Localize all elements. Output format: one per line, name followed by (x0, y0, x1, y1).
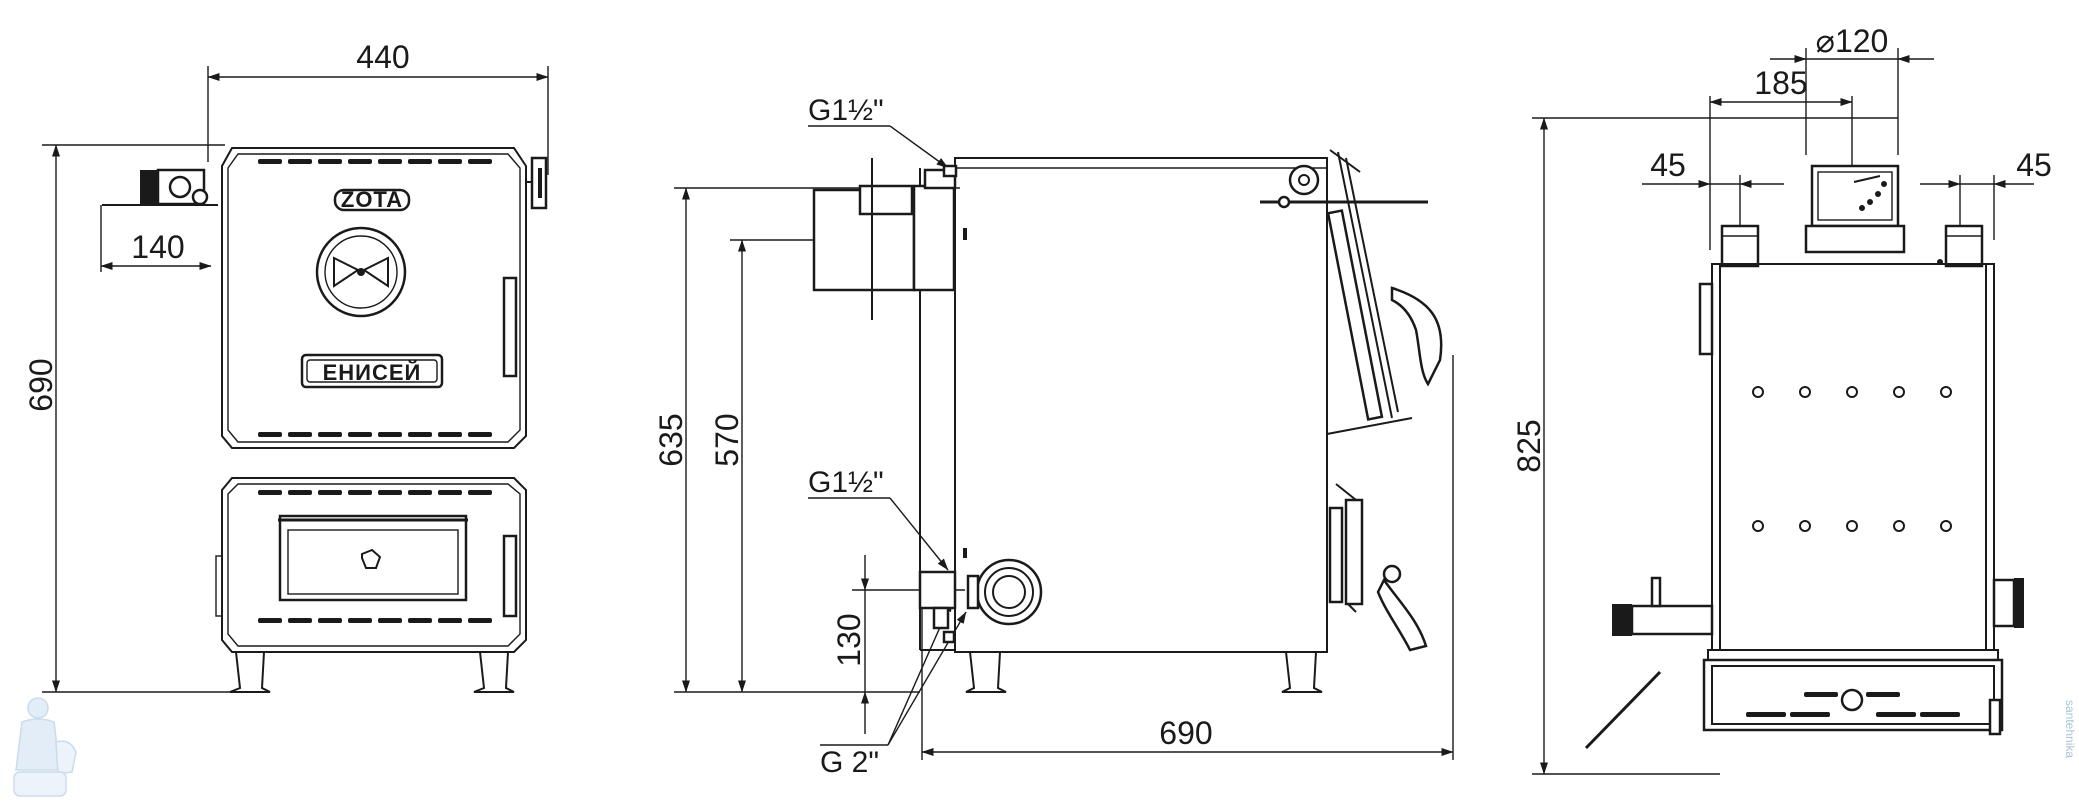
front-ash-vent (258, 490, 492, 495)
side-legs (965, 651, 1323, 693)
rear-left-pipe (1720, 224, 1760, 268)
rear-gear-handle (1584, 576, 1714, 750)
rear-height-label: 825 (1511, 419, 1547, 472)
rear-left-offset-label: 45 (1650, 147, 1686, 183)
rear-side-knob (1992, 578, 2024, 628)
rear-flue-label: ⌀120 (1816, 23, 1889, 59)
front-view: 440 690 140 (23, 39, 549, 693)
side-flue-pipe (812, 158, 967, 320)
rear-flue-offset-label: 185 (1754, 65, 1807, 101)
rear-right-offset-label: 45 (2016, 147, 2052, 183)
front-logo-text: ZOTA (341, 187, 403, 212)
front-mid-vent (258, 432, 492, 437)
rear-view: ⌀120 185 45 45 (1511, 23, 2052, 775)
rear-base-vent (1746, 688, 1960, 717)
rear-flue-outlet (1804, 164, 1906, 254)
side-top-fitting (923, 164, 958, 190)
rear-left-offset-dimension: 45 (1642, 147, 1784, 240)
side-bottom-thread-label: G 2" (820, 746, 879, 779)
front-bottom-vent (258, 618, 492, 623)
rear-rivets (1752, 386, 1952, 532)
front-handle-dimension: 140 (100, 205, 212, 272)
side-lower-door (1328, 483, 1428, 652)
front-air-regulator (315, 226, 407, 318)
front-height-label: 690 (23, 358, 59, 411)
front-top-vent (258, 159, 492, 164)
side-height-130-dimension: 130 (831, 555, 965, 734)
side-mid-thread-label: G1½" (808, 466, 884, 499)
front-legs (229, 651, 515, 693)
rear-right-offset-dimension: 45 (1920, 147, 2052, 240)
front-handle-label: 140 (131, 229, 184, 265)
side-height-130-label: 130 (831, 613, 867, 666)
front-upper-body: ZOTA ЕНИСЕЙ (221, 147, 548, 449)
front-width-label: 440 (356, 39, 409, 75)
side-height-635-label: 635 (653, 413, 689, 466)
front-nameplate: ЕНИСЕЙ (300, 353, 444, 389)
front-height-dimension: 690 (23, 144, 230, 693)
rear-body (1698, 259, 1995, 651)
side-height-570-dimension: 570 (709, 239, 942, 693)
front-logo-badge: ZOTA (333, 187, 411, 212)
side-depth-label: 690 (1159, 715, 1212, 751)
rear-height-dimension: 825 (1511, 117, 1898, 775)
side-depth-dimension: 690 (921, 355, 1454, 760)
side-top-thread: G1½" (808, 94, 949, 169)
side-height-635-dimension: 635 (653, 187, 960, 693)
front-width-dimension: 440 (207, 39, 549, 175)
side-upper-door (1260, 149, 1443, 435)
front-gear-handle (102, 168, 218, 206)
rear-base-frame (1702, 649, 2004, 736)
side-height-570-label: 570 (709, 413, 745, 466)
side-mid-fitting (918, 548, 1043, 644)
front-lower-body (221, 477, 527, 653)
front-ash-door (278, 514, 468, 602)
side-mid-thread: G1½" (808, 466, 949, 571)
plumber-watermark (13, 697, 77, 797)
front-nameplate-text: ЕНИСЕЙ (323, 360, 422, 385)
rear-flue-dimension: ⌀120 (1770, 23, 1934, 155)
rear-right-pipe (1944, 224, 1984, 268)
side-view: G1½" G1½" G 2" 635 570 (653, 94, 1454, 779)
side-top-thread-label: G1½" (808, 94, 884, 127)
side-watermark-text: santehnika (2063, 700, 2077, 758)
